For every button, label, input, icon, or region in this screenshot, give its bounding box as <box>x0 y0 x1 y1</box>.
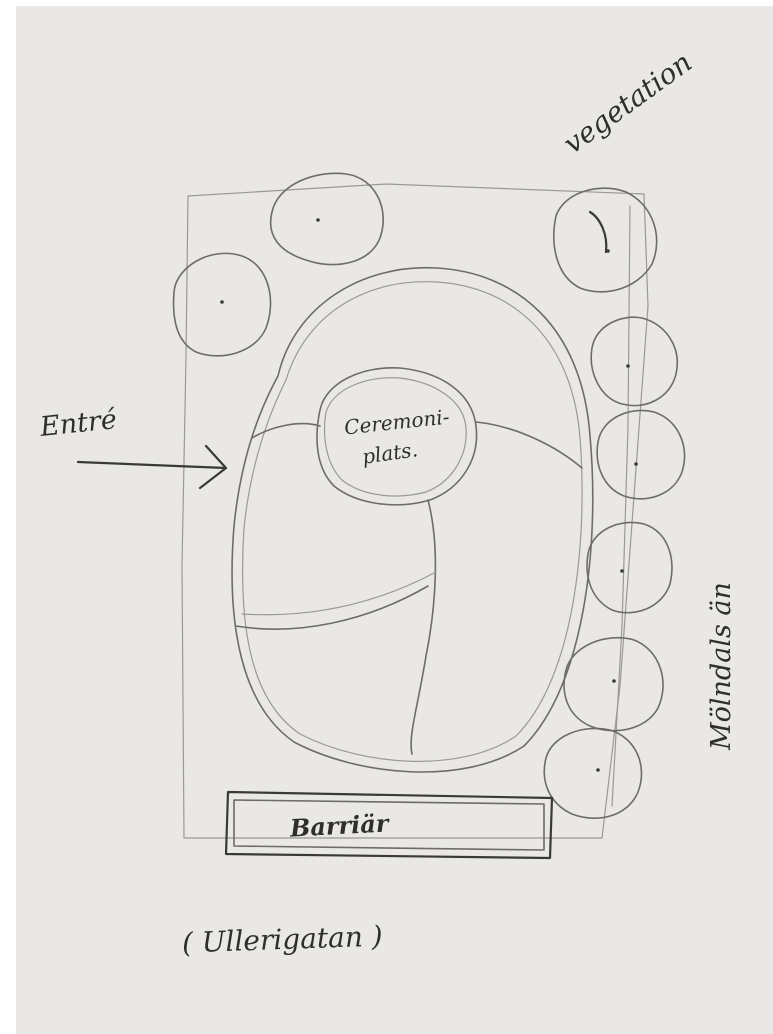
vegetation-group <box>174 173 685 818</box>
tree-circle <box>587 522 672 612</box>
street-edge-line <box>612 206 630 806</box>
tree-circle <box>544 728 641 818</box>
tree-circle <box>174 253 271 355</box>
barrier-label: Barriär <box>289 811 389 840</box>
tree-circle <box>564 638 663 731</box>
side-street-label: Mölndals än <box>708 582 735 750</box>
ceremony-place-circle <box>317 368 477 505</box>
sketch-sheet: Entré Ceremoni- plats. vegetation Mölnda… <box>16 6 773 1034</box>
barrier-box-inner <box>234 800 544 850</box>
tree-circle <box>597 410 684 498</box>
path-line <box>476 422 582 468</box>
ceremony-area-outline-inner <box>243 282 582 762</box>
street-label: ( Ullerigatan ) <box>182 923 384 958</box>
tree-circle <box>591 317 677 405</box>
site-plan-drawing <box>16 6 773 1034</box>
ceremony-area-outline <box>232 268 593 772</box>
path-line <box>236 586 428 629</box>
entrance-arrow <box>78 462 226 468</box>
entrance-label: Entré <box>39 406 118 441</box>
path-line <box>252 424 320 438</box>
vegetation-pointer <box>590 212 606 252</box>
path-line <box>242 572 436 615</box>
path-line <box>411 500 435 754</box>
